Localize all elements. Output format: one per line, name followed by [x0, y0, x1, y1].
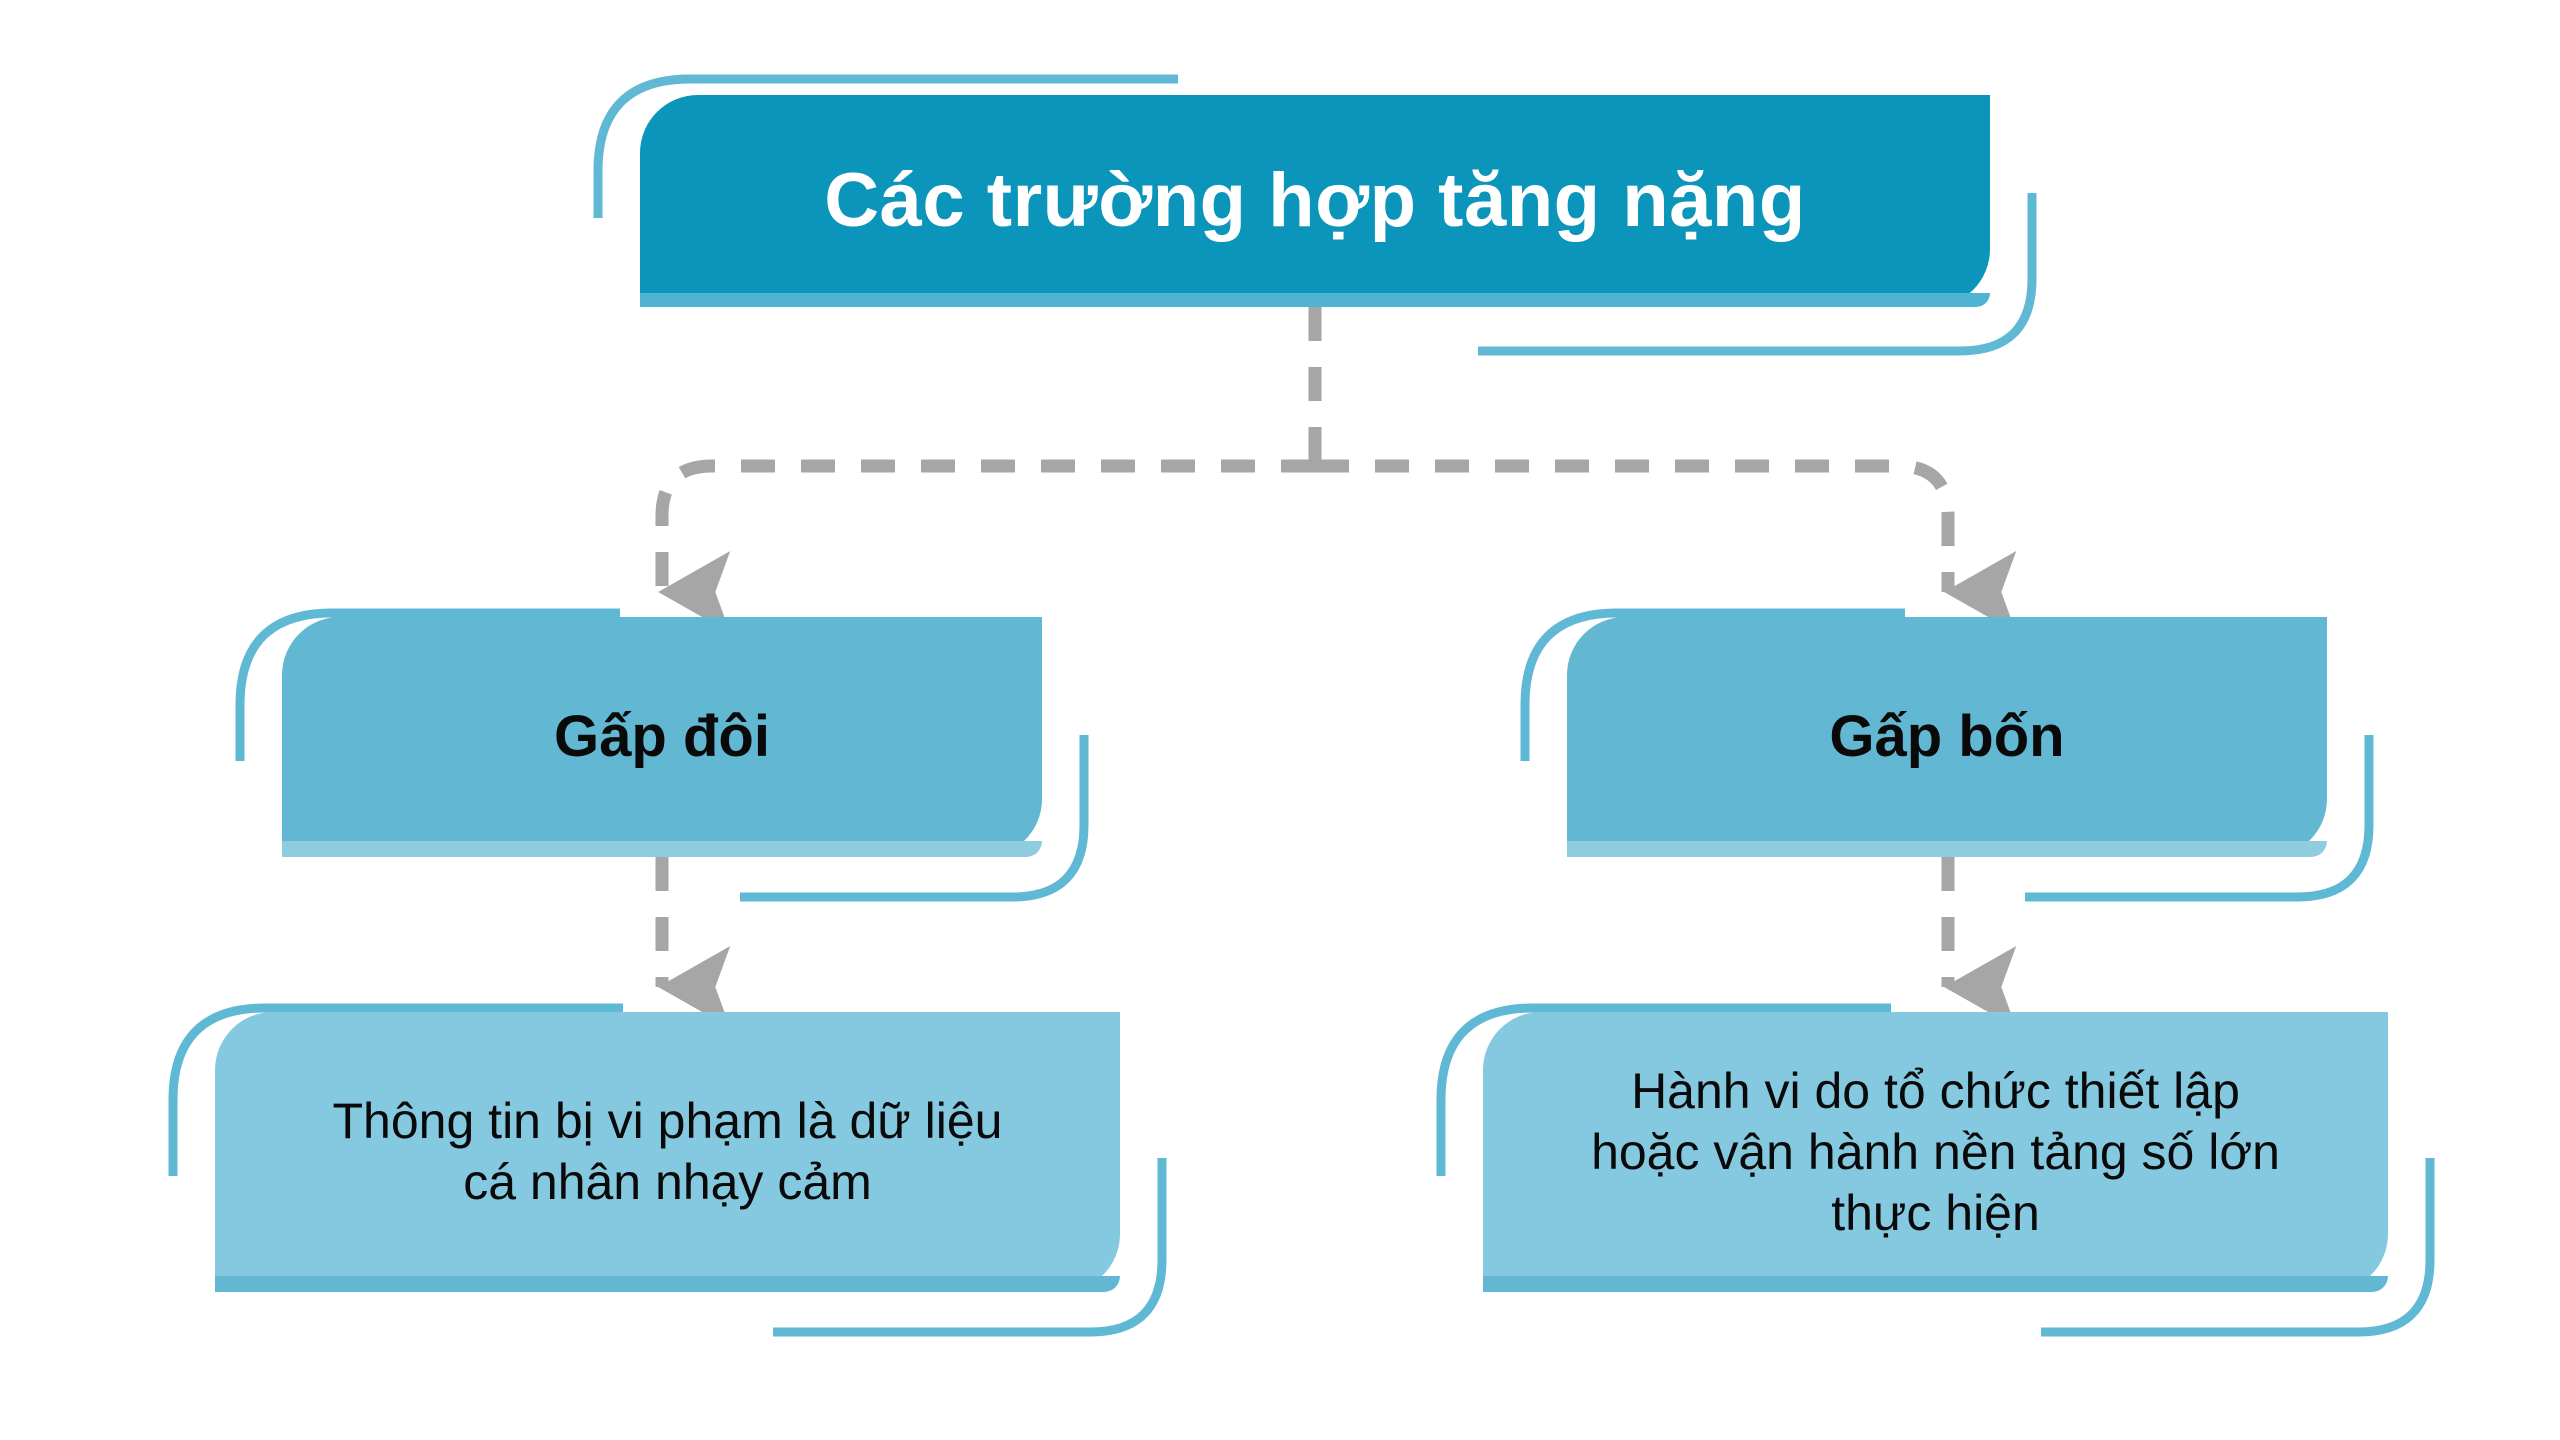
node-root-label: Các trường hợp tăng nặng: [824, 157, 1806, 243]
node-double-detail-label: Thông tin bị vi phạm là dữ liệu cá nhân …: [332, 1093, 1003, 1210]
node-quad-detail-body: Hành vi do tổ chức thiết lập hoặc vận hà…: [1483, 1012, 2388, 1292]
node-double-detail-body: Thông tin bị vi phạm là dữ liệu cá nhân …: [215, 1012, 1120, 1292]
node-double-detail: Thông tin bị vi phạm là dữ liệu cá nhân …: [168, 1003, 1167, 1337]
node-quad-detail: Hành vi do tổ chức thiết lập hoặc vận hà…: [1436, 1003, 2435, 1337]
node-quad-detail-label: Hành vi do tổ chức thiết lập hoặc vận hà…: [1591, 1062, 2280, 1241]
node-root-bevel: [640, 293, 1990, 307]
node-quad-bevel: [1567, 841, 2327, 857]
node-double-label: Gấp đôi: [554, 703, 770, 769]
connector-root-to-double: [655, 459, 1315, 633]
node-double-detail-bevel: [215, 1276, 1120, 1292]
node-quad-body: Gấp bốn: [1567, 617, 2327, 857]
node-double-bevel: [282, 841, 1042, 857]
node-double: Gấp đôi: [235, 608, 1089, 902]
connector-root-to-quad: [1315, 459, 2017, 633]
node-quad-label: Gấp bốn: [1829, 703, 2065, 769]
node-quad: Gấp bốn: [1520, 608, 2374, 902]
node-double-body: Gấp đôi: [282, 617, 1042, 857]
node-root: Các trường hợp tăng nặng: [593, 74, 2037, 356]
node-root-body: Các trường hợp tăng nặng: [640, 95, 1990, 307]
node-quad-detail-bevel: [1483, 1276, 2388, 1292]
